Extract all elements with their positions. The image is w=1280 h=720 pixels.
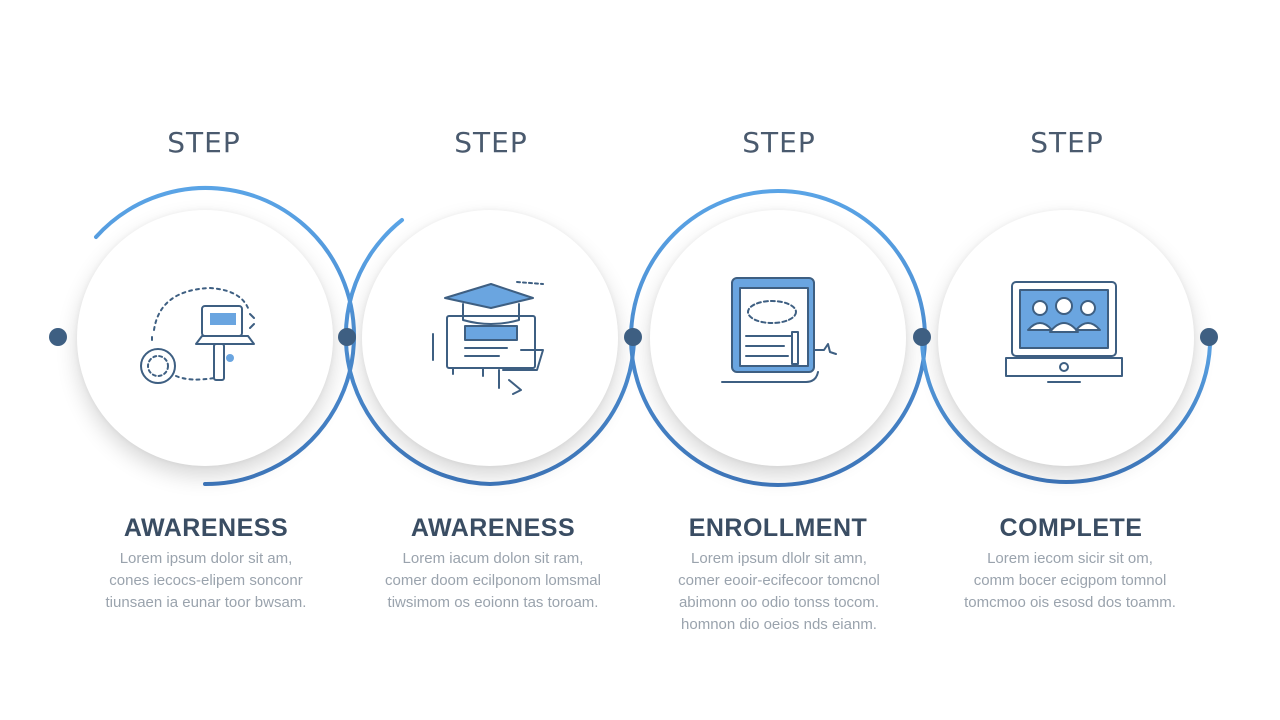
step-title: AWARENESS [123, 514, 289, 542]
megaphone-icon [140, 287, 255, 384]
description-line: tiwsimom os eoionn tas toroam. [387, 594, 599, 611]
description-line: tomcmoo ois esosd dos toamm. [964, 594, 1176, 611]
connector-dot [338, 328, 356, 346]
description-line: homnon dio oeios nds eianm. [681, 616, 877, 633]
description-line: cones iecocs-elipem sonconr [109, 572, 303, 589]
step-circle [77, 210, 333, 466]
connector-dot [1200, 328, 1218, 346]
description-line: abimonn oo odio tonss tocom. [678, 594, 880, 611]
step-label: STEP [742, 126, 816, 159]
description-line: comer eooir-ecifecoor tomcnol [678, 572, 880, 589]
description-line: tiunsaen ia eunar toor bwsam. [105, 594, 307, 611]
video-conference-icon [1005, 281, 1123, 383]
step-description: Lorem ipsum dolor sit am, cones iecocs-e… [86, 548, 326, 614]
step-label: STEP [454, 126, 528, 159]
tablet-document-icon [721, 277, 837, 383]
step-description: Lorem iacum dolon sit ram, comer doom ec… [373, 548, 613, 614]
connector-dot [49, 328, 67, 346]
step-description: Lorem iecom sicir sit om, comm bocer eci… [950, 548, 1190, 614]
description-line: Lorem ipsum dolor sit am, [119, 550, 293, 567]
description-line: Lorem iecom sicir sit om, [987, 550, 1153, 567]
connector-dot [913, 328, 931, 346]
step-label: STEP [167, 126, 241, 159]
description-line: Lorem iacum dolon sit ram, [402, 550, 584, 567]
step-description: Lorem ipsum dlolr sit amn, comer eooir-e… [659, 548, 899, 636]
graduation-cap-icon [432, 281, 544, 395]
connector-dot [624, 328, 642, 346]
arc-1 [94, 186, 356, 487]
description-line: comer doom ecilponom lomsmal [385, 572, 601, 589]
arc-2 [343, 218, 636, 487]
description-line: Lorem ipsum dlolr sit amn, [691, 550, 867, 567]
step-title: AWARENESS [410, 514, 576, 542]
description-line: comm bocer ecigpom tomnol [973, 572, 1167, 589]
step-label: STEP [1030, 126, 1104, 159]
step-title: ENROLLMENT [688, 514, 868, 542]
step-title: COMPLETE [999, 514, 1143, 542]
arc-4 [920, 336, 1212, 485]
